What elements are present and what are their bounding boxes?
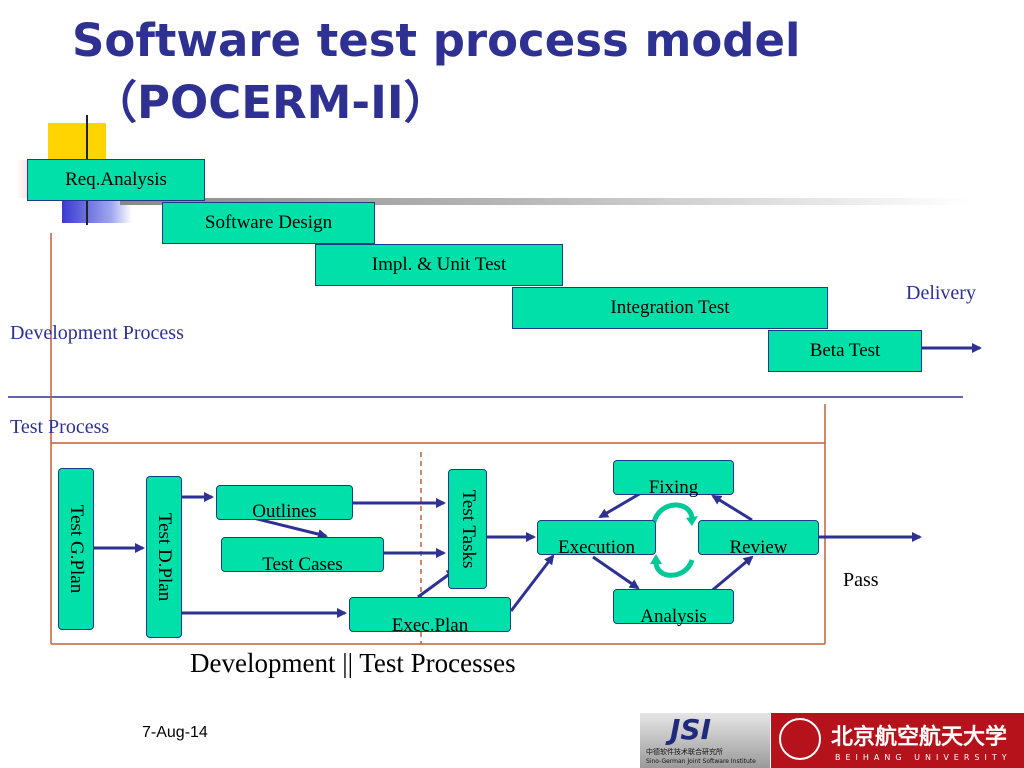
slide-title: Software test process model （POCERM-II） — [72, 10, 1012, 134]
delivery-label: Delivery — [906, 282, 976, 304]
diagram-caption: Development || Test Processes — [190, 648, 516, 678]
node-fixing: Fixing — [613, 460, 734, 498]
node-test-cases: Test Cases — [221, 537, 384, 575]
buaa-emblem-icon — [779, 718, 821, 760]
node-test-d-plan: Test D.Plan — [146, 476, 182, 638]
test-process-label: Test Process — [10, 416, 110, 438]
stage-req-analysis: Req.Analysis — [27, 159, 205, 201]
node-test-tasks: Test Tasks — [448, 469, 487, 589]
stage-impl-unit-test: Impl. & Unit Test — [315, 244, 563, 286]
node-test-g-plan: Test G.Plan — [58, 468, 94, 630]
node-exec-plan: Exec.Plan — [349, 597, 511, 636]
node-review: Review — [698, 520, 819, 558]
jsi-logo: JSI 中德软件技术联合研究所 Sino-German Joint Softwa… — [640, 713, 770, 768]
stage-integration-test: Integration Test — [512, 287, 828, 329]
slide-date: 7-Aug-14 — [142, 724, 208, 741]
title-line-2: （POCERM-II） — [92, 76, 449, 129]
development-process-label: Development Process — [10, 322, 184, 344]
stage-beta-test: Beta Test — [768, 330, 922, 372]
pass-label: Pass — [843, 569, 879, 591]
stage-software-design: Software Design — [162, 202, 375, 244]
buaa-logo-cn: 北京航空航天大学 — [831, 725, 1008, 750]
title-line-1: Software test process model — [72, 14, 801, 67]
cycle-icon — [650, 502, 698, 578]
node-analysis: Analysis — [613, 589, 734, 627]
decor-gradient-bar — [120, 198, 970, 205]
node-execution: Execution — [537, 520, 656, 558]
jsi-logo-text: JSI — [670, 713, 712, 746]
node-outlines: Outlines — [216, 485, 353, 522]
buaa-logo-en: BEIHANG UNIVERSITY — [835, 753, 1012, 762]
jsi-logo-en: Sino-German Joint Software Institute — [646, 758, 756, 765]
buaa-logo: 北京航空航天大学 BEIHANG UNIVERSITY — [771, 713, 1024, 768]
jsi-logo-cn: 中德软件技术联合研究所 — [646, 748, 723, 756]
